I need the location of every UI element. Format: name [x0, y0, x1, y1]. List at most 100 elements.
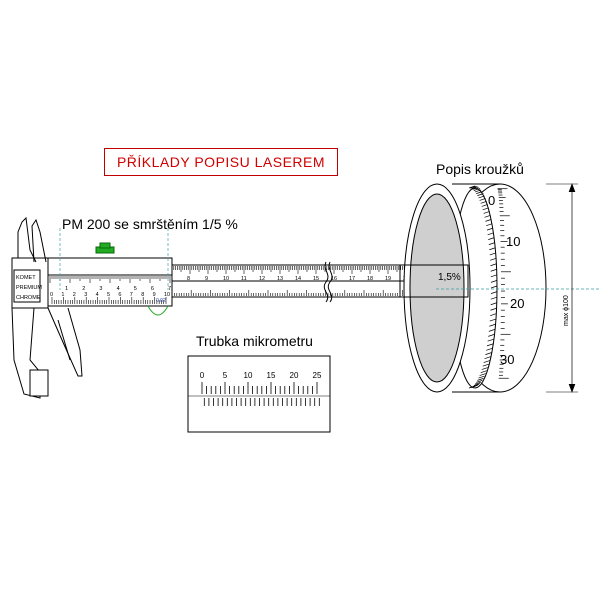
- jaw-edge: [57, 319, 71, 361]
- locking-knob[interactable]: [95, 242, 115, 254]
- knurl-line: [477, 378, 484, 381]
- knurl-line: [468, 385, 476, 389]
- knurl-line: [484, 356, 491, 360]
- knurl-line: [474, 381, 482, 385]
- brand-line-1: KOMET: [16, 275, 36, 281]
- brand-line-3: CHROME: [16, 295, 41, 301]
- knurl-line: [490, 285, 498, 289]
- main-scale-number: 13: [277, 276, 283, 282]
- main-scale-number: 9: [205, 276, 208, 282]
- knurl-line: [473, 188, 481, 191]
- knurl-line: [478, 195, 485, 199]
- main-scale-number: 19: [385, 276, 391, 282]
- slider-scale-number: 7: [168, 286, 171, 292]
- shrink-mark: 1,5%: [438, 272, 461, 283]
- micrometer-tube: [187, 355, 331, 433]
- knurl-line: [476, 380, 483, 383]
- vernier-number: 9: [153, 292, 156, 298]
- knurl-line: [482, 207, 489, 211]
- caliper-upper-jaw-inner: [31, 218, 47, 263]
- knurl-line: [490, 307, 497, 311]
- thumb-wheel: [147, 305, 169, 316]
- knurl-line: [488, 329, 495, 332]
- knurl-line: [490, 263, 497, 267]
- caliper-brand-box: [13, 269, 41, 303]
- knurl-line: [489, 318, 496, 322]
- knurl-line: [486, 227, 494, 231]
- knurl-line: [485, 219, 492, 222]
- knurl-line: [472, 187, 479, 190]
- ring-scale-number: 30: [500, 352, 514, 367]
- knurl-line: [489, 252, 496, 256]
- main-scale-number: 18: [367, 276, 373, 282]
- caliper: [11, 216, 469, 399]
- tube-number: 15: [267, 371, 276, 380]
- knurl-line: [476, 191, 483, 194]
- knurl-line: [485, 352, 492, 355]
- knurl-line: [468, 185, 476, 189]
- vernier-number: 3: [84, 292, 87, 298]
- knurl-line: [481, 204, 488, 207]
- vernier-number: 0: [50, 292, 53, 298]
- vernier-number: 6: [118, 292, 121, 298]
- ring: [399, 183, 600, 393]
- knurl-line: [490, 257, 497, 261]
- knurl-line: [490, 313, 497, 317]
- caliper-leaders: [59, 228, 169, 290]
- ring-dimension-label: max ϕ100: [563, 295, 570, 326]
- ring-scale-number: 0: [488, 193, 495, 208]
- tube-number: 0: [200, 371, 205, 380]
- knurl-line: [487, 338, 494, 342]
- vernier-number: 10: [164, 292, 170, 298]
- ring-scale-number: 20: [510, 296, 524, 311]
- tube-number: 5: [223, 371, 228, 380]
- knurl-line: [473, 383, 481, 386]
- caliper-label: PM 200 se smrštěním 1/5 %: [62, 216, 238, 232]
- slider-scale-number: 2: [82, 286, 85, 292]
- knurl-line: [479, 198, 486, 201]
- beam-break: [323, 261, 329, 303]
- tube-number: 20: [290, 371, 299, 380]
- page-title: PŘÍKLADY POPISU LASEREM: [104, 148, 338, 176]
- knurl-line: [481, 367, 488, 370]
- knurl-line: [483, 360, 490, 363]
- knurl-line: [488, 334, 495, 337]
- brand-line-2: PREMIUM: [16, 285, 42, 291]
- ring-knurl: [468, 185, 498, 389]
- caliper-lower-jaw-fixed: [11, 307, 41, 399]
- knurl-line: [488, 237, 495, 240]
- ring-scale-ticks: [497, 188, 511, 379]
- knurl-line: [489, 323, 496, 327]
- caliper-brand: KOMET PREMIUM CHROME: [16, 275, 42, 301]
- micrometer-tube-ticks: [201, 382, 320, 406]
- ring-face: [409, 193, 465, 383]
- knurl-line: [477, 193, 484, 196]
- slider-scale-number: 6: [151, 286, 154, 292]
- vernier-number: 2: [73, 292, 76, 298]
- vernier-number: 8: [141, 292, 144, 298]
- main-scale-number: 8: [187, 276, 190, 282]
- tube-number: 25: [313, 371, 322, 380]
- main-scale-number: 14: [295, 276, 301, 282]
- knurl-line: [487, 232, 494, 236]
- knurl-line: [480, 370, 487, 374]
- slider-scale-number: 4: [117, 286, 120, 292]
- vernier-number: 5: [107, 292, 110, 298]
- knurl-line: [486, 343, 494, 347]
- caliper-main-scale-numbers: 8910111213141516171819201234567: [65, 276, 409, 292]
- vernier-number: 1: [61, 292, 64, 298]
- knurl-line: [474, 189, 482, 193]
- knurl-line: [470, 185, 477, 189]
- knurl-line: [490, 291, 498, 294]
- vernier-number: 7: [130, 292, 133, 298]
- knurl-line: [479, 373, 486, 376]
- knurl-line: [490, 274, 497, 278]
- jaw-mark: 0,02: [156, 298, 166, 304]
- knurl-line: [490, 268, 497, 272]
- slider-scale-number: 3: [99, 286, 102, 292]
- beam-break-2: [327, 261, 333, 303]
- main-scale-number: 11: [241, 276, 247, 282]
- main-scale-number: 17: [349, 276, 355, 282]
